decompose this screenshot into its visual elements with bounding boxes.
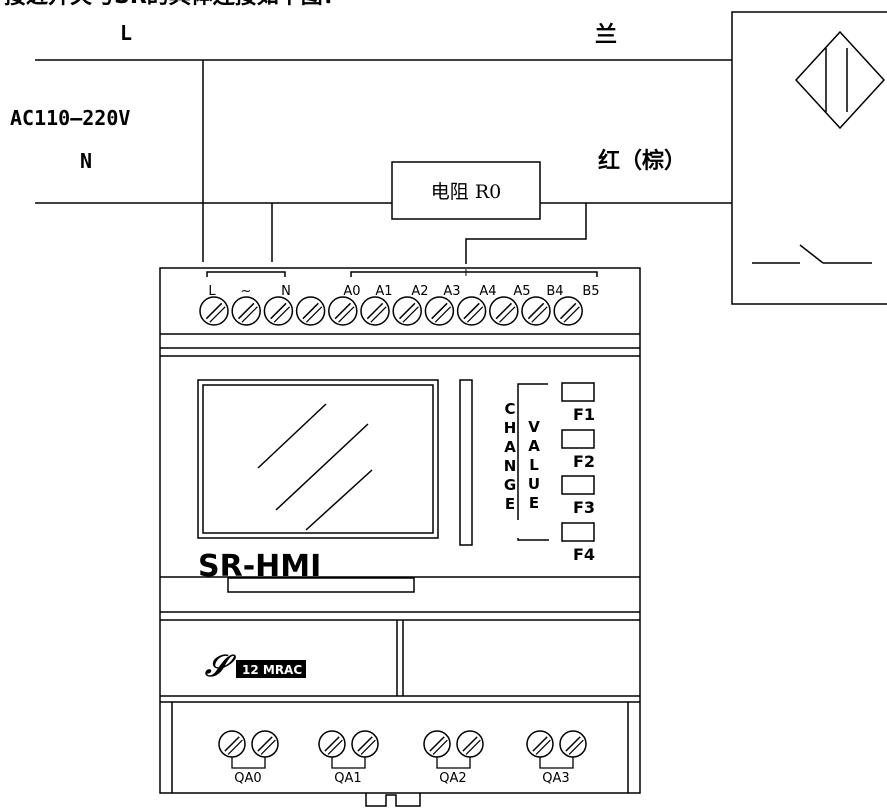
input-screw-terminal [295, 296, 326, 326]
output-screw-terminal [456, 730, 484, 758]
value-letter: E [529, 494, 539, 512]
header-text: 接近开关与SR的具体连接如下图： [4, 0, 345, 9]
model-label: SR-HMI [198, 549, 321, 584]
output-screw-terminal [318, 730, 346, 758]
input-screw-terminal [489, 296, 519, 326]
change-letter: C [504, 400, 515, 418]
output-label: QA0 [234, 771, 261, 786]
input-terminal-label: A4 [479, 284, 496, 299]
resistor-label: 电阻 R0 [431, 181, 501, 203]
resistor-box [391, 161, 541, 220]
input-terminal-row [199, 296, 583, 326]
input-terminal-label: A0 [343, 284, 360, 299]
output-bracket [331, 757, 366, 769]
function-key-label: F4 [573, 545, 595, 564]
input-terminal-label: A2 [411, 284, 428, 299]
f1-key [561, 382, 595, 402]
output-screw-terminal [423, 730, 451, 758]
input-screw-terminal [360, 296, 390, 326]
input-screw-terminal [231, 296, 261, 326]
input-screw-terminal [553, 296, 583, 326]
input-terminal-label: A3 [443, 284, 460, 299]
input-screw-terminal [199, 296, 229, 326]
model-badge: 12 MRAC [242, 663, 302, 677]
input-terminal-label: B4 [546, 284, 563, 299]
f4-key [561, 522, 595, 542]
output-bracket [436, 757, 471, 769]
input-screw-terminal [521, 296, 551, 326]
function-key-label: F3 [573, 498, 595, 517]
value-letter: V [528, 418, 540, 436]
change-letter: N [504, 457, 517, 475]
input-terminal-labels: L ~ N A0 A1 A2 A3 A4 A5 B4 B5 I [208, 268, 599, 299]
output-screw-terminal [559, 730, 587, 758]
input-terminal-label: A5 [513, 284, 530, 299]
voltage-label: AC110—220V [10, 106, 130, 130]
input-screw-terminal [392, 296, 422, 326]
output-label: QA1 [334, 771, 361, 786]
change-letter: E [505, 495, 515, 513]
a3-marker: I [465, 268, 468, 279]
f2-key [561, 429, 595, 449]
output-screw-terminal [351, 730, 379, 758]
wires [35, 59, 732, 264]
input-terminal-label: N [281, 284, 291, 299]
function-key-label: F1 [573, 405, 595, 424]
output-screw-terminal [251, 730, 279, 758]
value-letter: A [528, 437, 540, 455]
value-letter: L [529, 456, 539, 474]
model-badge-box [236, 660, 306, 678]
change-letter: A [504, 438, 516, 456]
output-label: QA3 [542, 771, 569, 786]
neutral-label: N [80, 149, 92, 173]
input-screw-terminal [424, 296, 455, 326]
input-screw-terminal [456, 296, 487, 326]
input-screw-terminal [263, 296, 294, 326]
change-letter: H [504, 419, 517, 437]
input-terminal-label: ~ [241, 284, 252, 299]
output-terminal-row: QA0 QA1 QA2 QA3 [218, 730, 587, 786]
output-bracket [231, 757, 266, 769]
f3-key [561, 475, 595, 495]
line-label: L [120, 21, 132, 45]
output-bracket [539, 757, 574, 769]
output-screw-terminal [218, 730, 246, 758]
input-terminal-label: B5 [582, 284, 599, 299]
function-key-label: F2 [573, 452, 595, 471]
input-terminal-label: A1 [375, 284, 392, 299]
change-letter: G [504, 476, 516, 494]
input-screw-terminal [328, 296, 358, 326]
proximity-sensor [731, 11, 887, 305]
value-letter: U [528, 475, 540, 493]
output-screw-terminal [526, 730, 554, 758]
red-brown-wire-label: 红（棕） [598, 148, 686, 174]
blue-wire-label: 兰 [595, 22, 617, 48]
output-label: QA2 [439, 771, 466, 786]
input-terminal-label: L [208, 284, 216, 299]
